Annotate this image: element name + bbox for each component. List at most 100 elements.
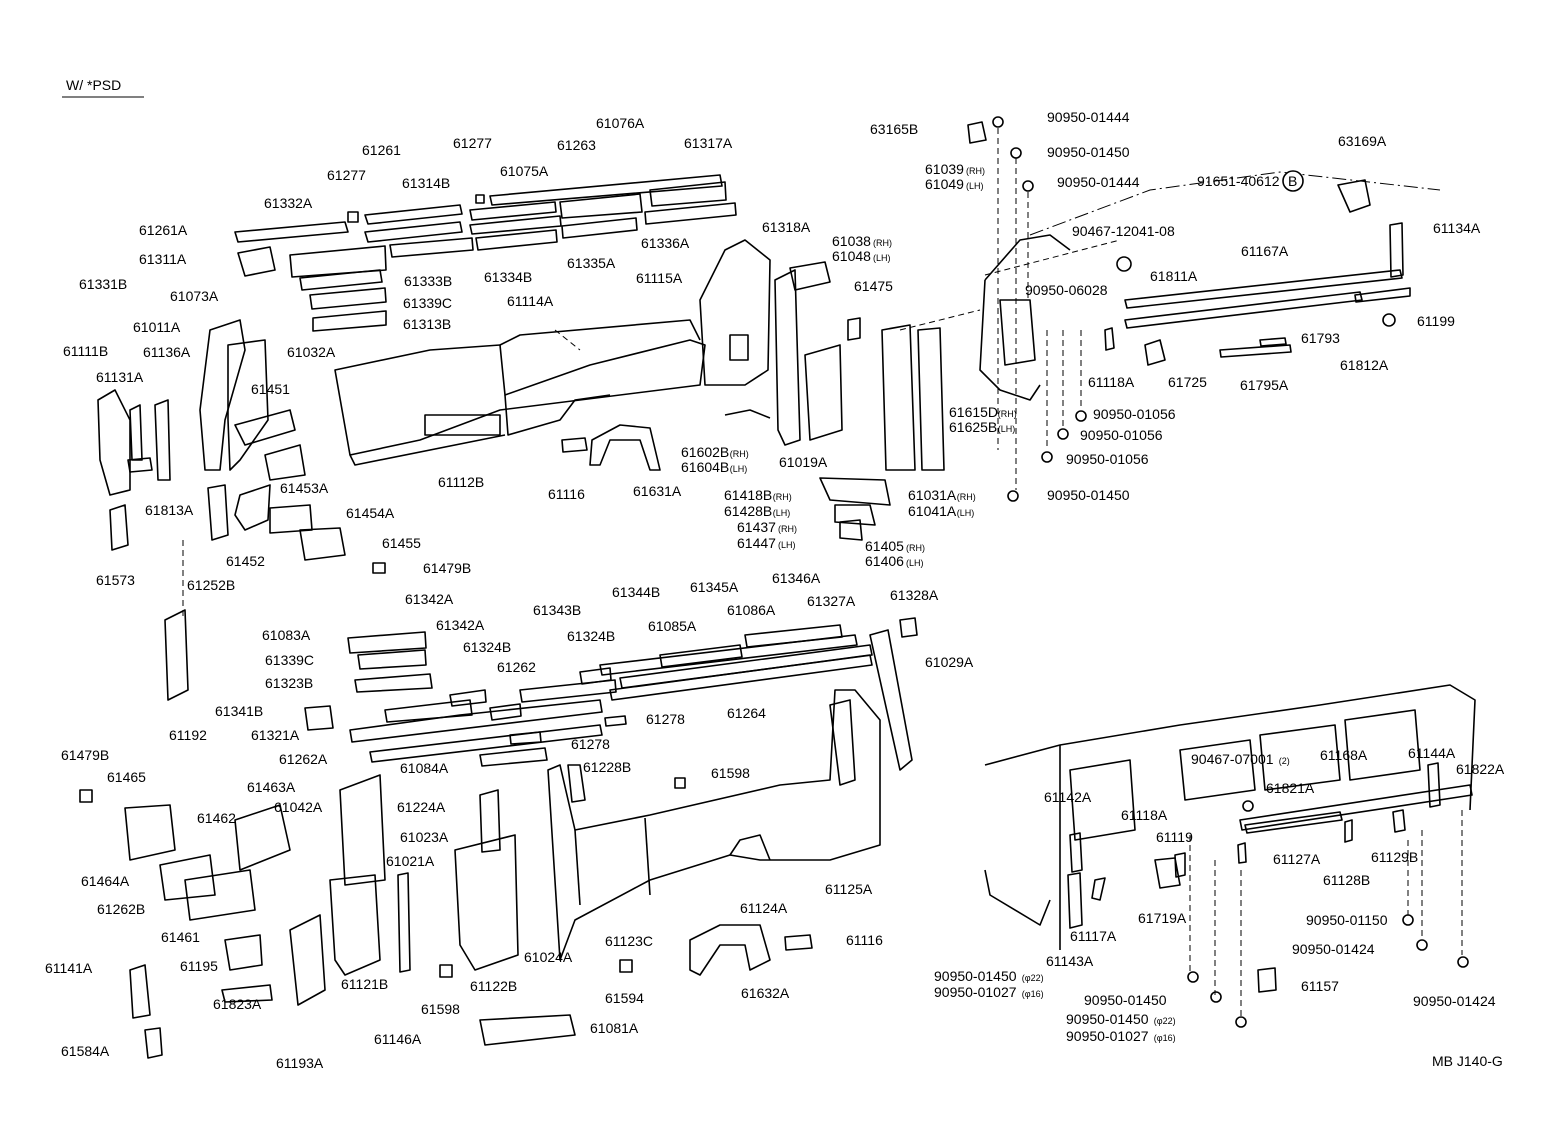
part-callout: 61141A	[45, 960, 93, 976]
part-callout: 61081A	[590, 1020, 639, 1036]
part-callout-qualifier: (RH)	[966, 166, 985, 176]
part-callout: 61263	[557, 137, 596, 153]
part-callout: 61041A	[908, 503, 957, 519]
part-callout-qualifier: (2)	[1279, 756, 1290, 766]
part-callout: 61311A	[139, 251, 187, 267]
part-callout-qualifier: (RH)	[873, 238, 892, 248]
part-callout: 61598	[421, 1001, 460, 1017]
part-callout: 61339C	[265, 652, 314, 668]
part-callout-qualifier: (LH)	[873, 253, 891, 263]
part-callout-qualifier: (φ16)	[1154, 1033, 1176, 1043]
part-callout: 61584A	[61, 1043, 110, 1059]
roof-rail-strips	[234, 174, 737, 332]
part-callout: 61116	[548, 486, 585, 502]
part-callout: 61228B	[583, 759, 631, 775]
part-callout: 61143A	[1046, 953, 1094, 969]
part-callout: 61625B	[949, 419, 997, 435]
part-callout: 90950-01027	[934, 984, 1017, 1000]
part-callout: 90950-01450	[934, 968, 1017, 984]
callout-labels: 90950-0144463165B90950-0145063169A61039(…	[45, 109, 1505, 1071]
part-callout: 61632A	[741, 985, 790, 1001]
part-callout: 61615D	[949, 404, 998, 420]
part-callout: 61336A	[641, 235, 690, 251]
part-callout: 61264	[727, 705, 766, 721]
part-callout: 61346A	[772, 570, 821, 586]
part-callout: 61479B	[61, 747, 109, 763]
part-callout: 61019A	[779, 454, 828, 470]
part-callout: 61463A	[247, 779, 296, 795]
part-callout: 61121B	[341, 976, 388, 992]
part-callout: 61261A	[139, 222, 188, 238]
part-callout-qualifier: (RH)	[730, 449, 749, 459]
part-callout: 61252B	[187, 577, 235, 593]
part-callout: 61317A	[684, 135, 733, 151]
part-callout-qualifier: (LH)	[957, 508, 975, 518]
part-callout: 61464A	[81, 873, 130, 889]
part-callout: 61811A	[1150, 268, 1198, 284]
part-callout: 61076A	[596, 115, 645, 131]
part-callout: 61029A	[925, 654, 974, 670]
part-callout: 61405	[865, 538, 904, 554]
part-callout: 61339C	[403, 295, 452, 311]
part-callout: 61144A	[1408, 745, 1456, 761]
part-callout: 61131A	[96, 369, 144, 385]
part-callout: 90950-01450	[1084, 992, 1167, 1008]
part-callout: 90950-01450	[1047, 487, 1130, 503]
part-callout: 61462	[197, 810, 236, 826]
part-callout: 90467-12041-08	[1072, 223, 1175, 239]
part-callout: 90950-01424	[1413, 993, 1496, 1009]
part-callout: 61261	[362, 142, 401, 158]
part-callout: 61455	[382, 535, 421, 551]
part-callout: 61324B	[463, 639, 511, 655]
part-callout: 90950-06028	[1025, 282, 1108, 298]
part-callout: 61277	[453, 135, 492, 151]
part-callout-qualifier: (RH)	[906, 543, 925, 553]
lower-pillar-group	[79, 609, 686, 1059]
part-callout: 61454A	[346, 505, 395, 521]
part-callout: 61604B	[681, 459, 729, 475]
part-callout: 61602B	[681, 444, 729, 460]
part-callout: 90950-01424	[1292, 941, 1375, 957]
part-callout: 61084A	[400, 760, 449, 776]
part-callout-qualifier: (φ22)	[1022, 973, 1044, 983]
part-callout: 61048	[832, 248, 871, 264]
part-callout-qualifier: (LH)	[906, 558, 924, 568]
part-callout: 61128B	[1323, 872, 1370, 888]
part-callout: 61049	[925, 176, 964, 192]
part-callout-qualifier: (φ16)	[1022, 989, 1044, 999]
part-callout: 90950-01450	[1047, 144, 1130, 160]
part-callout: 61321A	[251, 727, 300, 743]
part-callout: 61224A	[397, 799, 446, 815]
part-callout: 61042A	[274, 799, 323, 815]
part-callout: 61136A	[143, 344, 191, 360]
part-callout-qualifier: (RH)	[957, 492, 976, 502]
part-callout: 61083A	[262, 627, 311, 643]
part-callout-qualifier: (RH)	[778, 524, 797, 534]
part-callout: 61333B	[404, 273, 452, 289]
part-callout: 61125A	[825, 881, 873, 897]
part-callout: 61038	[832, 233, 871, 249]
part-callout: 61406	[865, 553, 904, 569]
part-callout: 61725	[1168, 374, 1207, 390]
part-callout: 90950-01450	[1066, 1011, 1149, 1027]
part-callout: 61598	[711, 765, 750, 781]
part-callout: 61073A	[170, 288, 219, 304]
part-callout: 61344B	[612, 584, 660, 600]
part-callout: 61031A	[908, 487, 957, 503]
part-callout: 61343B	[533, 602, 581, 618]
part-callout: 61323B	[265, 675, 313, 691]
part-callout: 61192	[169, 727, 207, 743]
part-callout: 61116	[846, 932, 883, 948]
part-callout: 61157	[1301, 978, 1339, 994]
part-callout: 61452	[226, 553, 265, 569]
part-callout-qualifier: (LH)	[730, 464, 748, 474]
part-callout: 61142A	[1044, 789, 1092, 805]
part-callout: 63165B	[870, 121, 918, 137]
part-callout: 61318A	[762, 219, 811, 235]
part-callout-qualifier: (RH)	[773, 492, 792, 502]
part-callout: 61123C	[605, 933, 653, 949]
part-callout: 61118A	[1121, 807, 1168, 823]
part-callout: 90467-07001	[1191, 751, 1274, 767]
part-callout: 61465	[107, 769, 146, 785]
